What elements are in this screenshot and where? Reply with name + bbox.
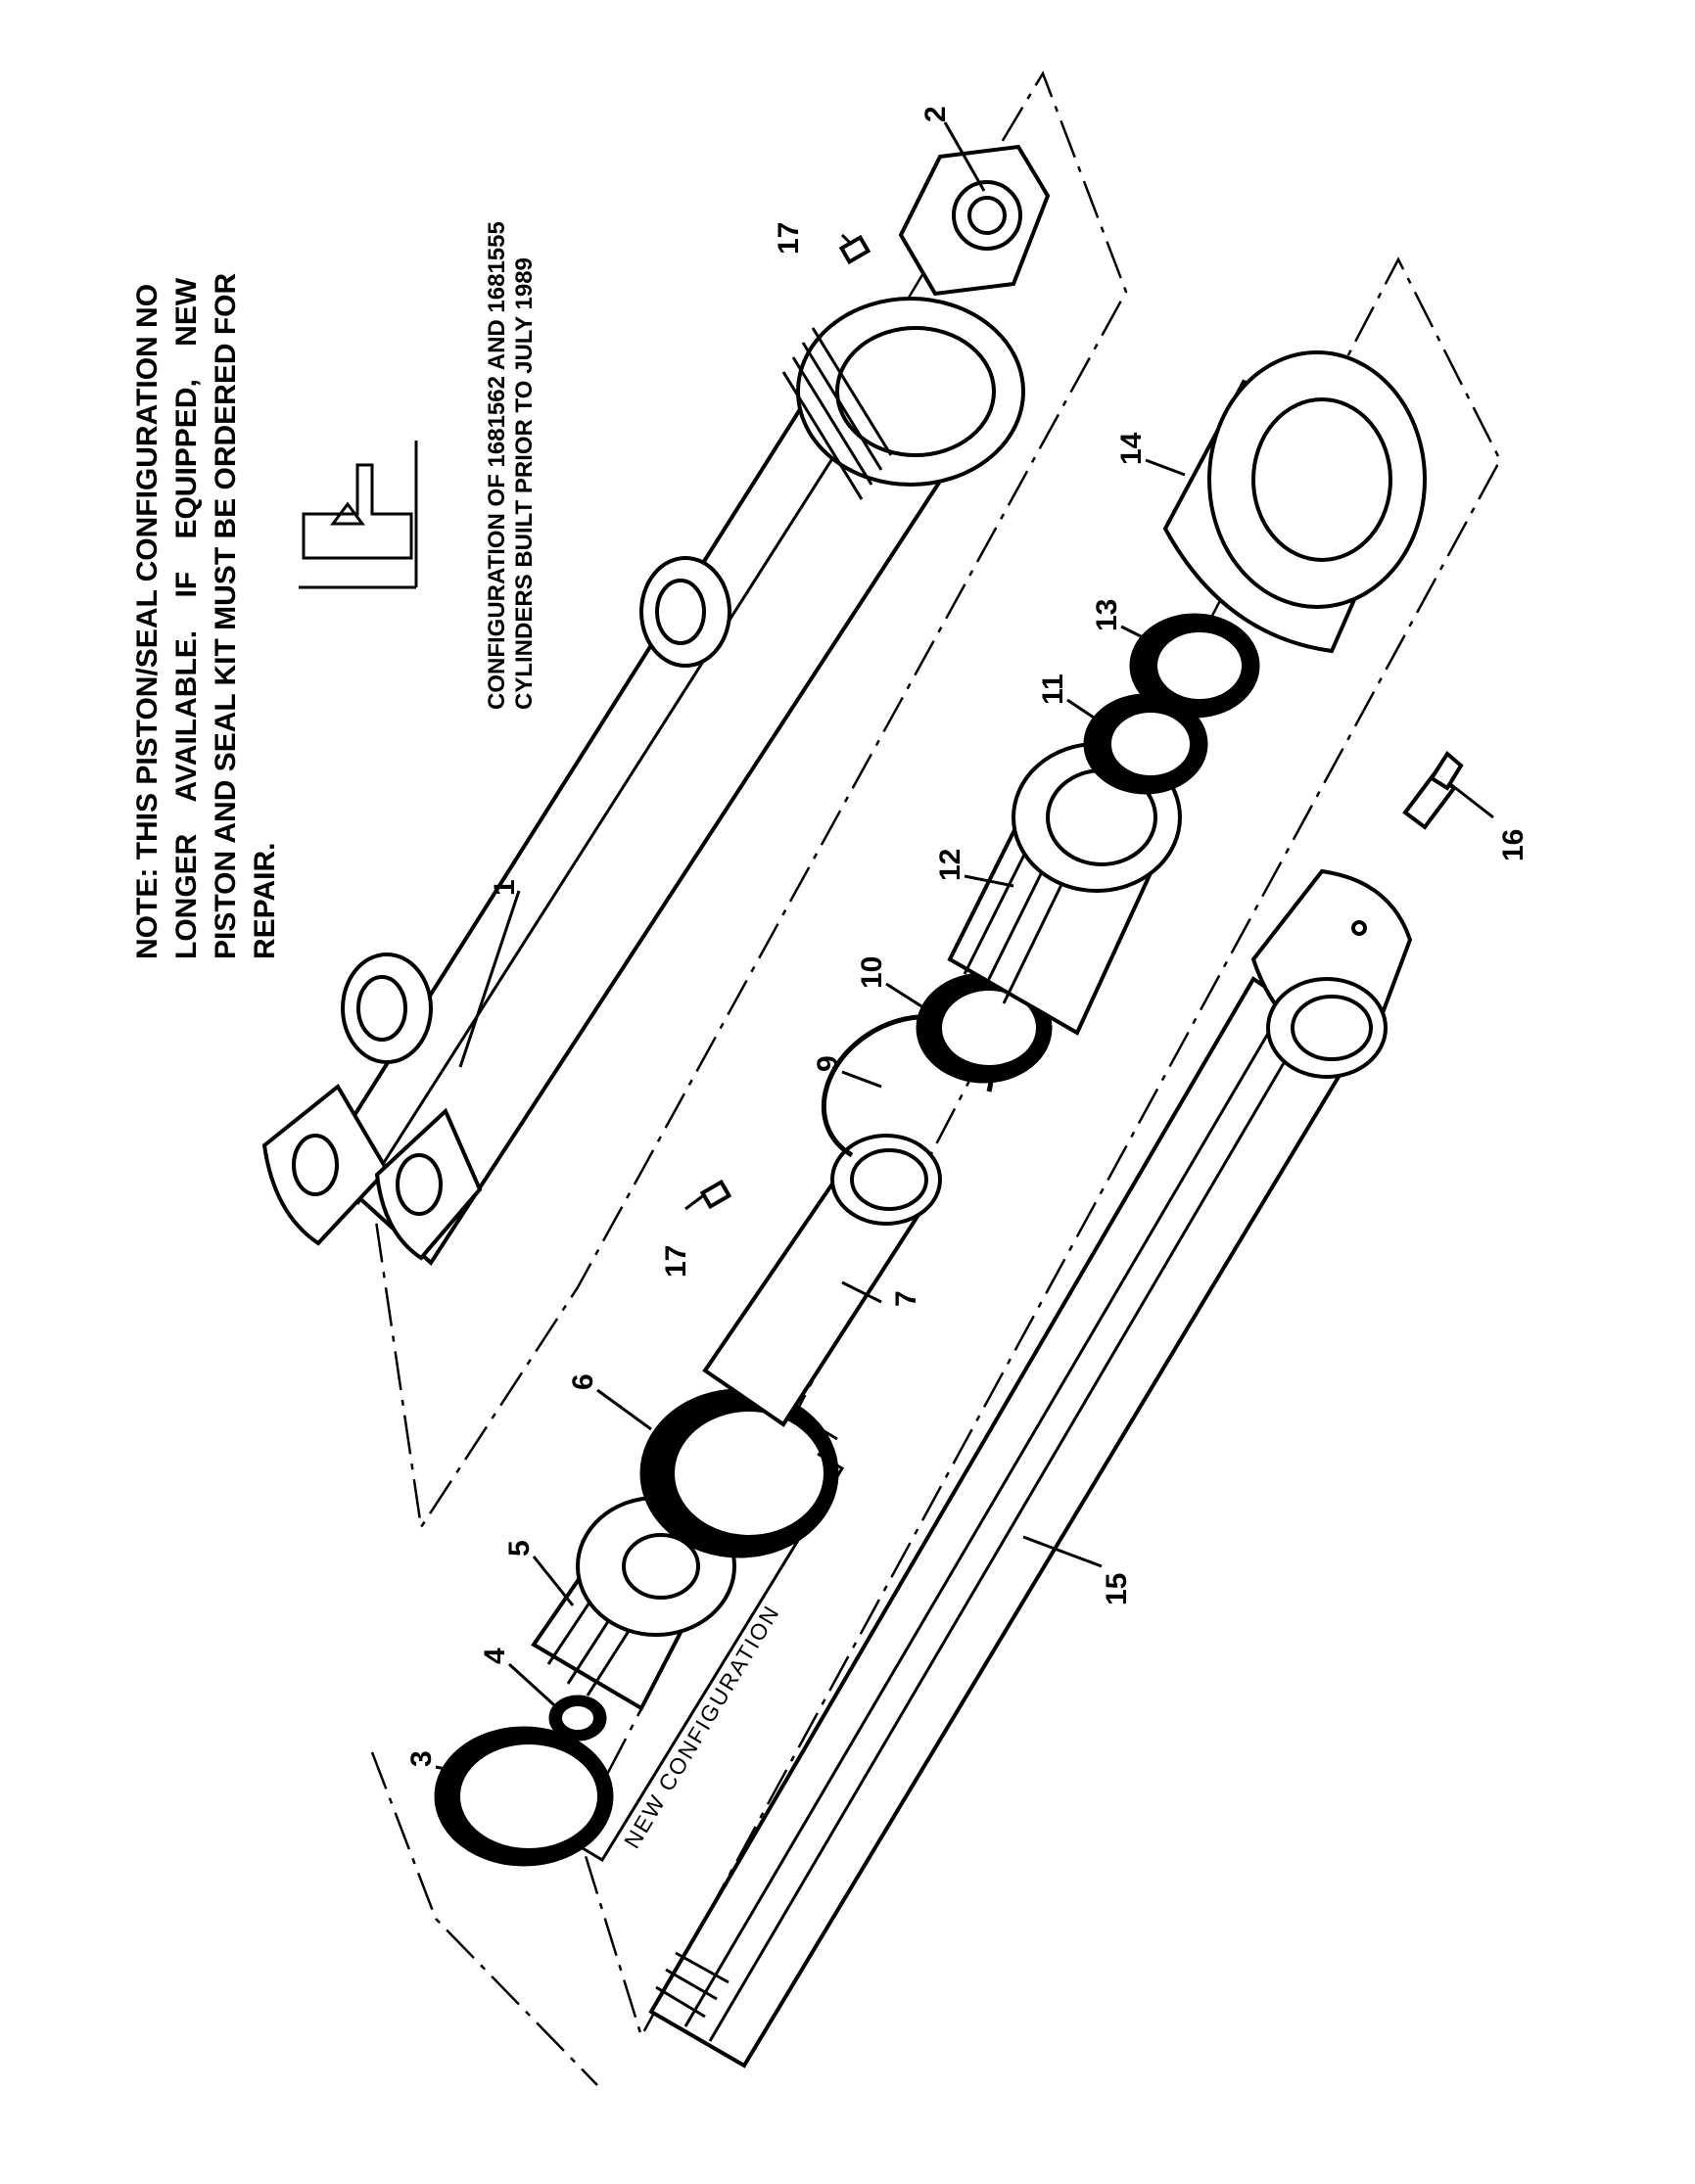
gland-14 <box>1162 350 1427 654</box>
spacer-tube-7 <box>702 1134 942 1427</box>
note-line-2: LONGER AVAILABLE. IF EQUIPPED, NEW <box>170 277 203 959</box>
seal-section-symbol <box>299 441 418 589</box>
callout-6: 6 <box>567 1373 599 1390</box>
callout-13: 13 <box>1091 599 1123 631</box>
callout-10: 10 <box>856 956 888 989</box>
callout-17-lower: 17 <box>660 1245 692 1278</box>
callout-3: 3 <box>405 1750 438 1767</box>
configuration-line-1: CONFIGURATION OF 1681562 AND 1681555 <box>484 221 510 710</box>
seal-10 <box>916 972 1053 1084</box>
configuration-line-2: CYLINDERS BUILT PRIOR TO JULY 1989 <box>511 257 538 710</box>
callout-4: 4 <box>479 1648 511 1664</box>
note-line-4: REPAIR. <box>249 843 281 959</box>
barrel <box>261 297 1025 1267</box>
seal-13 <box>1129 613 1260 719</box>
callout-15: 15 <box>1101 1573 1133 1605</box>
callout-16: 16 <box>1497 829 1530 861</box>
seal-11 <box>1083 693 1208 795</box>
callout-14: 14 <box>1115 432 1148 465</box>
hex-nut <box>898 144 1051 297</box>
callout-2: 2 <box>919 106 952 122</box>
set-screw-lower <box>699 1179 732 1210</box>
outline-left <box>370 1751 598 2086</box>
note-text: NOTE: THIS PISTON/SEAL CONFIGURATION NO … <box>131 273 281 959</box>
callout-1: 1 <box>489 879 521 896</box>
seal-3 <box>434 1726 614 1867</box>
configuration-text: CONFIGURATION OF 1681562 AND 1681555 CYL… <box>484 221 538 710</box>
o-ring-4 <box>548 1695 607 1742</box>
set-screw-upper <box>838 234 871 265</box>
note-line-1: NOTE: THIS PISTON/SEAL CONFIGURATION NO <box>131 284 164 959</box>
callout-leaders <box>435 121 1494 1774</box>
piston-rod-15 <box>648 868 1413 2068</box>
seal-6 <box>639 1388 839 1558</box>
callout-9: 9 <box>812 1055 844 1072</box>
callout-7: 7 <box>890 1290 922 1307</box>
callout-11: 11 <box>1037 674 1069 705</box>
note-line-3: PISTON AND SEAL KIT MUST BE ORDERED FOR <box>210 273 242 959</box>
new-configuration-bracket <box>577 1422 845 1863</box>
callout-17-upper: 17 <box>773 222 805 255</box>
callout-numbers: 1 2 3 4 5 6 7 9 10 11 12 13 14 15 16 17 … <box>405 106 1530 1767</box>
callout-5: 5 <box>503 1540 536 1557</box>
grease-fitting-16 <box>1402 750 1464 830</box>
callout-12: 12 <box>934 849 966 881</box>
